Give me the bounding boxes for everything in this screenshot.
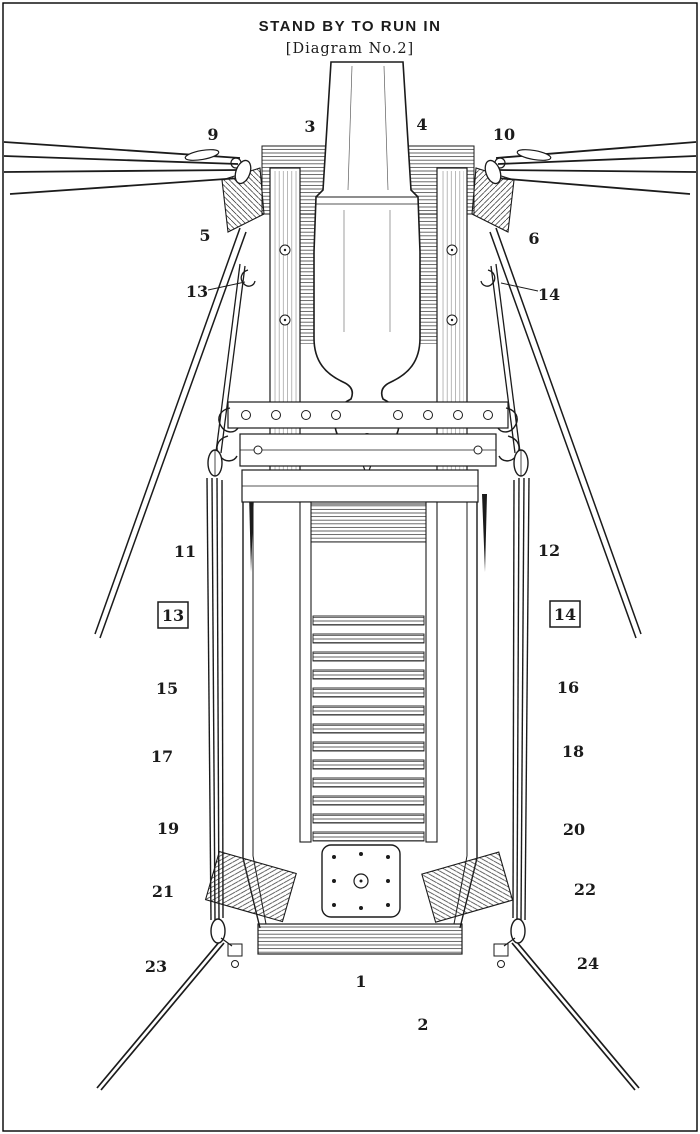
part-label-3: 3 bbox=[304, 117, 315, 136]
shackle-left bbox=[240, 269, 256, 287]
part-label-14-boxed: 14 bbox=[554, 605, 576, 624]
block-tackle-bottom-left bbox=[210, 918, 226, 944]
part-label-10: 10 bbox=[493, 125, 515, 144]
block-upper-left-outer bbox=[234, 159, 252, 185]
part-label-12: 12 bbox=[538, 541, 560, 560]
transom-rails bbox=[216, 401, 520, 467]
part-labels: 9 3 4 10 5 6 13 14 11 12 13 14 15 16 17 … bbox=[145, 115, 599, 1034]
part-label-15: 15 bbox=[156, 679, 178, 698]
slide bbox=[241, 469, 479, 929]
corner-plate-left bbox=[204, 850, 297, 923]
corner-plate-right bbox=[421, 851, 514, 923]
breeching-diagonal-left bbox=[94, 227, 247, 639]
part-label-4: 4 bbox=[416, 115, 427, 134]
part-label-24: 24 bbox=[577, 954, 599, 973]
part-label-19: 19 bbox=[157, 819, 179, 838]
part-label-22: 22 bbox=[574, 880, 596, 899]
part-label-6: 6 bbox=[528, 229, 539, 248]
part-label-13-boxed: 13 bbox=[162, 606, 184, 625]
part-label-5: 5 bbox=[199, 226, 210, 245]
toggle-left bbox=[184, 149, 220, 161]
part-label-13-upper: 13 bbox=[186, 282, 208, 301]
label-box-13 bbox=[157, 601, 189, 629]
side-tackle-fall-left bbox=[206, 477, 224, 921]
part-label-20: 20 bbox=[563, 820, 585, 839]
rigging-hardware bbox=[184, 149, 552, 947]
slide-ladder-bars bbox=[312, 615, 425, 842]
part-label-21: 21 bbox=[152, 882, 174, 901]
part-label-14-upper: 14 bbox=[538, 285, 560, 304]
label-box-14 bbox=[549, 600, 581, 628]
part-label-18: 18 bbox=[562, 742, 584, 761]
diagram-title: STAND BY TO RUN IN bbox=[259, 18, 442, 35]
tackle-lead-right bbox=[490, 263, 521, 454]
block-upper-right-outer bbox=[484, 159, 502, 185]
eyebolt-right bbox=[493, 943, 509, 957]
transom-hook-left bbox=[218, 407, 239, 433]
eyebolt-left bbox=[227, 943, 243, 957]
leader-line-14 bbox=[500, 282, 539, 292]
block-tackle-bottom-right bbox=[510, 918, 526, 944]
slide-bottom-band bbox=[227, 923, 509, 968]
breeching-diagonal-right bbox=[489, 227, 642, 639]
tackle-lead-left bbox=[215, 263, 246, 454]
tackle-tail-left bbox=[96, 940, 225, 1091]
diagram-subtitle: [Diagram No.2] bbox=[286, 41, 414, 57]
part-label-23: 23 bbox=[145, 957, 167, 976]
tackle-tail-right bbox=[511, 940, 640, 1091]
part-label-9: 9 bbox=[207, 125, 218, 144]
part-label-16: 16 bbox=[557, 678, 579, 697]
leader-line-13 bbox=[207, 281, 246, 291]
spike-right bbox=[482, 494, 487, 572]
shackle-right bbox=[480, 269, 496, 287]
toggle-right bbox=[516, 149, 552, 161]
part-label-17: 17 bbox=[151, 747, 173, 766]
side-tackle-fall-right bbox=[512, 477, 530, 921]
part-label-1: 1 bbox=[355, 972, 366, 991]
part-label-11: 11 bbox=[174, 542, 196, 561]
part-label-2: 2 bbox=[417, 1015, 428, 1034]
slide-base-plate bbox=[321, 844, 401, 918]
